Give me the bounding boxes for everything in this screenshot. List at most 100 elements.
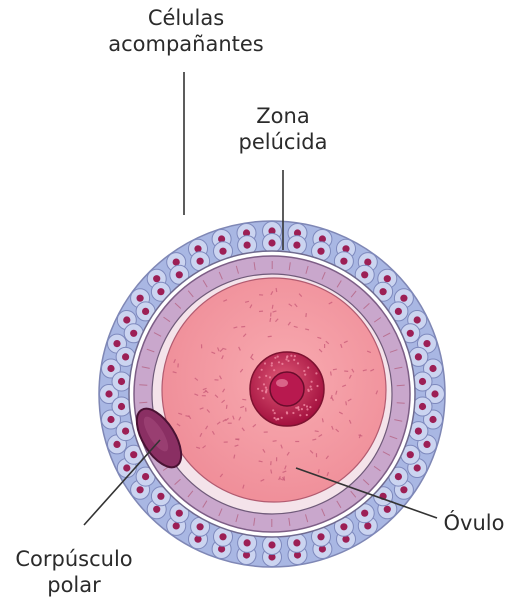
accompanying-cell-nucleus bbox=[317, 533, 324, 540]
cytoplasm-granule bbox=[242, 399, 246, 400]
nucleus-dot bbox=[315, 372, 317, 374]
accompanying-cell-nucleus bbox=[157, 493, 164, 500]
accompanying-cell-nucleus bbox=[244, 539, 251, 546]
cytoplasm-granule bbox=[270, 318, 271, 322]
accompanying-cell-nucleus bbox=[113, 340, 120, 347]
nucleus-dot bbox=[269, 376, 271, 378]
accompanying-cell-nucleus bbox=[429, 365, 436, 372]
accompanying-cell-nucleus bbox=[384, 506, 391, 513]
nucleus-dot bbox=[262, 397, 264, 399]
nucleus-dot bbox=[301, 408, 303, 410]
accompanying-cell-nucleus bbox=[244, 242, 251, 249]
nucleus-dot bbox=[311, 381, 313, 383]
accompanying-cell-nucleus bbox=[340, 523, 347, 530]
accompanying-cell-nucleus bbox=[173, 259, 180, 266]
accompanying-cell-nucleus bbox=[130, 451, 137, 458]
accompanying-cell-nucleus bbox=[123, 464, 130, 471]
nucleus-dot bbox=[257, 388, 259, 390]
accompanying-cell-nucleus bbox=[415, 353, 422, 360]
zona-label-line1: Zona bbox=[228, 103, 338, 129]
cytoplasm-granule bbox=[333, 369, 337, 370]
corpusculo-label: Corpúsculo polar bbox=[2, 546, 146, 598]
nucleus-dot bbox=[315, 399, 317, 401]
accompanying-cell-nucleus bbox=[431, 390, 438, 397]
nucleus-dot bbox=[295, 407, 297, 409]
accompanying-cell-nucleus bbox=[123, 316, 130, 323]
nucleus-dot bbox=[274, 412, 276, 414]
accompanying-cell-nucleus bbox=[107, 365, 114, 372]
corpusculo-label-line2: polar bbox=[2, 572, 146, 598]
nucleus-dot bbox=[293, 359, 295, 361]
nucleus-dot bbox=[261, 390, 263, 392]
nucleus-dot bbox=[316, 385, 318, 387]
nucleus-dot bbox=[290, 355, 292, 357]
corpusculo-label-line1: Corpúsculo bbox=[2, 546, 146, 572]
accompanying-cell-nucleus bbox=[419, 403, 426, 410]
accompanying-cell-nucleus bbox=[293, 242, 300, 249]
nucleus-dot bbox=[307, 367, 309, 369]
nucleus-dot bbox=[299, 414, 301, 416]
nucleus-dot bbox=[273, 417, 275, 419]
nucleus-dot bbox=[281, 363, 283, 365]
accompanying-cell-nucleus bbox=[137, 486, 144, 493]
accompanying-cell-nucleus bbox=[153, 275, 160, 282]
nucleus-dot bbox=[304, 374, 306, 376]
nucleus-dot bbox=[273, 369, 275, 371]
accompanying-cell-nucleus bbox=[340, 258, 347, 265]
nucleus-dot bbox=[298, 409, 300, 411]
accompanying-cell-nucleus bbox=[268, 541, 275, 548]
accompanying-cell-nucleus bbox=[415, 428, 422, 435]
zona-mark bbox=[397, 385, 405, 386]
zona-mark bbox=[397, 403, 405, 404]
nucleus-dot bbox=[271, 364, 273, 366]
ovulo-label: Óvulo bbox=[436, 510, 512, 536]
accompanying-cell-nucleus bbox=[419, 378, 426, 385]
zona-mark bbox=[139, 385, 147, 386]
accompanying-cell-nucleus bbox=[423, 441, 430, 448]
nucleus-dot bbox=[265, 390, 267, 392]
nucleus-dot bbox=[272, 409, 274, 411]
accompanying-cell-nucleus bbox=[107, 416, 114, 423]
accompanying-cell-nucleus bbox=[395, 473, 402, 480]
nucleus-dot bbox=[306, 408, 308, 410]
nucleus-dot bbox=[306, 414, 308, 416]
accompanying-cell-nucleus bbox=[407, 330, 414, 337]
nucleus-dot bbox=[265, 375, 267, 377]
accompanying-cell-nucleus bbox=[142, 473, 149, 480]
nucleus-dot bbox=[286, 411, 288, 413]
accompanying-cell-nucleus bbox=[176, 510, 183, 517]
accompanying-cell-nucleus bbox=[429, 416, 436, 423]
accompanying-cell-nucleus bbox=[118, 403, 125, 410]
accompanying-cell-nucleus bbox=[384, 275, 391, 282]
nucleus-dot bbox=[297, 406, 299, 408]
nucleus-dot bbox=[265, 387, 267, 389]
accompanying-cell-nucleus bbox=[142, 308, 149, 315]
cytoplasm-granule bbox=[226, 405, 227, 409]
accompanying-cell-nucleus bbox=[137, 295, 144, 302]
nucleus-dot bbox=[285, 358, 287, 360]
nucleus-dot bbox=[294, 355, 296, 357]
accompanying-cell-nucleus bbox=[414, 316, 421, 323]
accompanying-cell-nucleus bbox=[197, 523, 204, 530]
accompanying-cell-nucleus bbox=[173, 522, 180, 529]
nucleus-dot bbox=[271, 362, 273, 364]
cytoplasm-granule bbox=[259, 461, 263, 462]
nucleus-dot bbox=[258, 376, 260, 378]
accompanying-cell-nucleus bbox=[364, 522, 371, 529]
accompanying-cell-nucleus bbox=[268, 239, 275, 246]
accompanying-cell-nucleus bbox=[361, 271, 368, 278]
nucleolus-highlight bbox=[276, 379, 288, 387]
accompanying-cell-nucleus bbox=[407, 451, 414, 458]
accompanying-cell-nucleus bbox=[113, 441, 120, 448]
cytoplasm-granule bbox=[272, 305, 273, 309]
zona-mark bbox=[139, 402, 147, 403]
accompanying-cell-nucleus bbox=[157, 288, 164, 295]
accompanying-cell-nucleus bbox=[122, 428, 129, 435]
nucleus-dot bbox=[310, 388, 312, 390]
nucleus-dot bbox=[264, 362, 266, 364]
nucleus-dot bbox=[278, 361, 280, 363]
cytoplasm-granule bbox=[271, 470, 272, 474]
cytoplasm-granule bbox=[276, 288, 277, 292]
nucleus-dot bbox=[281, 417, 283, 419]
